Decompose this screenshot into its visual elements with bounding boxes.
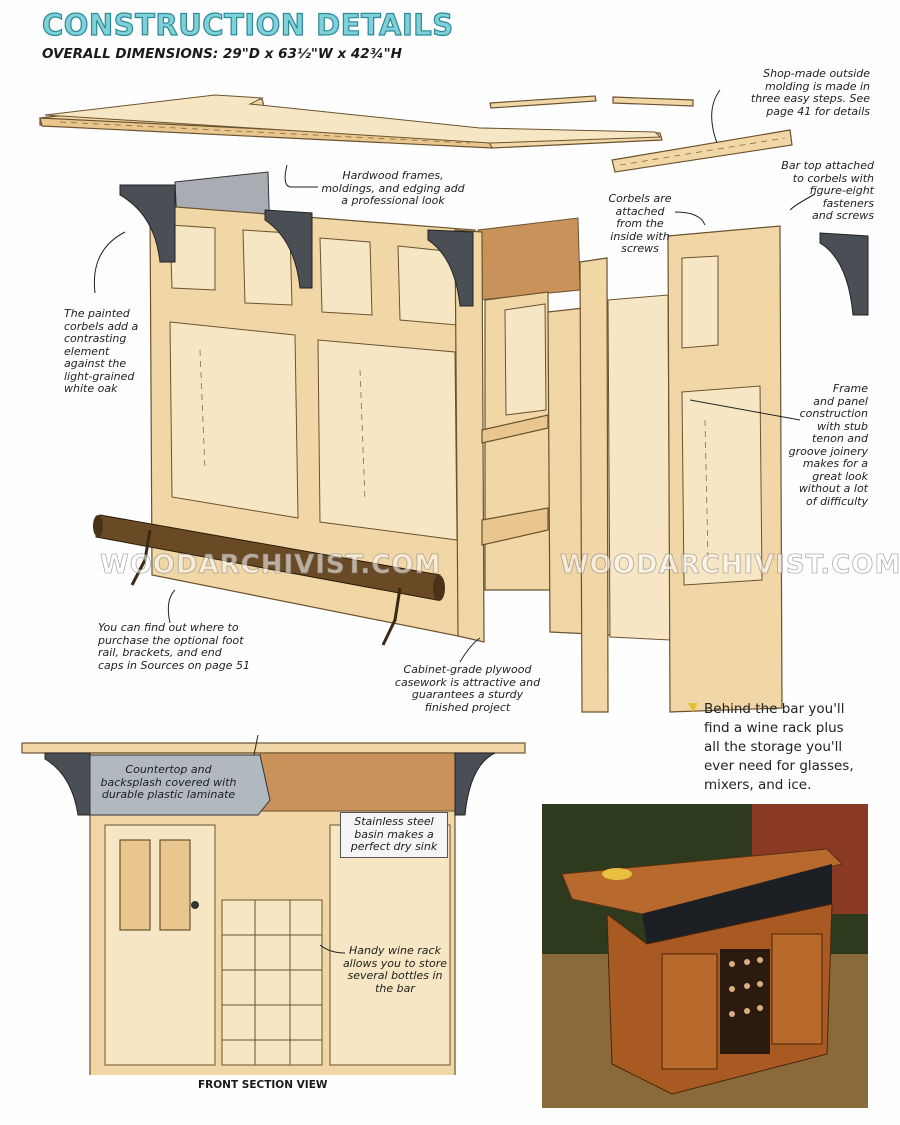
callout-bar-top: Bar top attached to corbels with figure-… <box>781 159 874 222</box>
exploded-view-illustration <box>39 89 869 713</box>
bar-top <box>39 94 663 149</box>
watermark-right: WOODARCHIVIST.COM <box>560 550 900 581</box>
front-section-illustration <box>21 735 526 1075</box>
watermark-left: WOODARCHIVIST.COM <box>100 550 442 581</box>
cabinet-front <box>149 204 581 643</box>
callout-plywood: Cabinet-grade plywood casework is attrac… <box>394 663 541 714</box>
finished-bar-photo <box>542 804 868 1108</box>
callout-molding: Shop-made outside molding is made in thr… <box>750 67 870 118</box>
section-label: FRONT SECTION VIEW <box>198 1079 328 1091</box>
callout-countertop: Countertop and backsplash covered with d… <box>100 763 237 801</box>
callout-corbels-attached: Corbels are attached from the inside wit… <box>608 192 672 255</box>
page-title: CONSTRUCTION DETAILS <box>41 7 454 42</box>
callout-sink: Stainless steel basin makes a perfect dr… <box>340 812 448 858</box>
caption-bullet-icon <box>688 703 698 712</box>
callout-wine-rack: Handy wine rack allows you to store seve… <box>342 944 448 995</box>
photo-caption: Behind the bar you'll find a wine rack p… <box>704 701 854 793</box>
callout-foot-rail: You can find out where to purchase the o… <box>98 621 250 672</box>
callout-hardwood: Hardwood frames, moldings, and edging ad… <box>321 169 465 207</box>
callout-painted-corbels: The painted corbels add a contrasting el… <box>64 307 139 395</box>
foot-rail <box>93 514 445 646</box>
overall-dimensions: OVERALL DIMENSIONS: 29"D x 63½"W x 42¾"H <box>42 46 402 62</box>
callout-frame-panel: Frame and panel construction with stub t… <box>788 382 868 508</box>
